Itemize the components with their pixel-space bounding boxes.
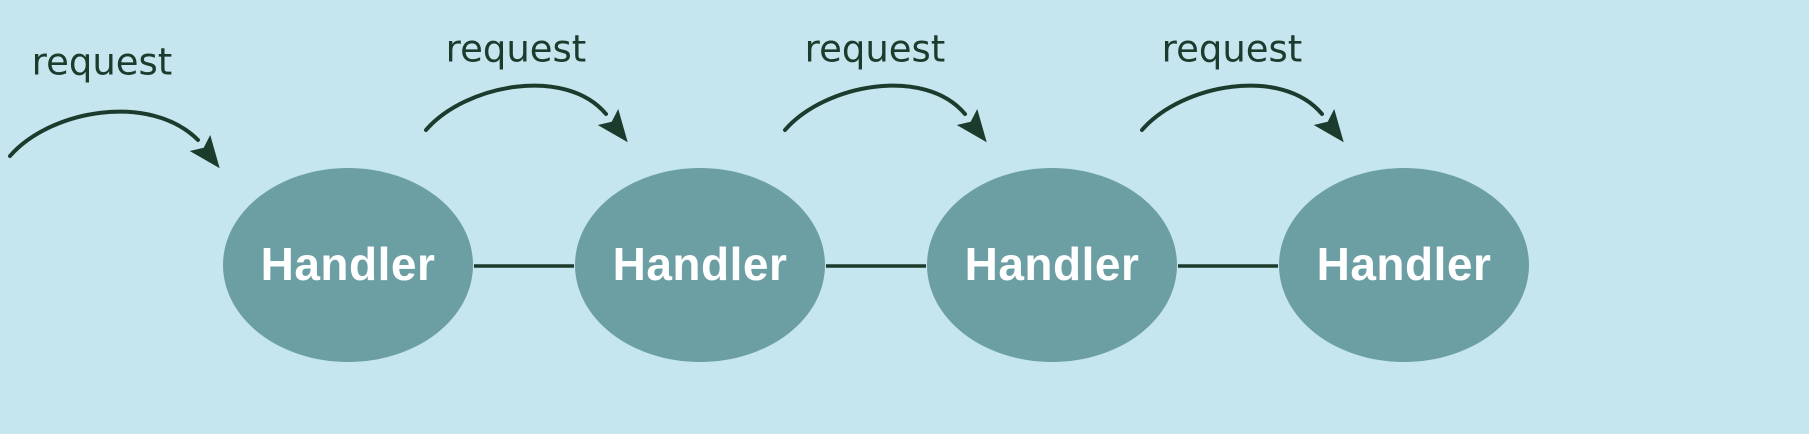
request-arrow-4-label: request [1162, 28, 1303, 71]
handler-label-1: Handler [261, 238, 436, 290]
request-arrow-2: request [424, 28, 628, 143]
handler-ellipse-2[interactable] [575, 168, 825, 362]
request-arrow-4-curve [1140, 83, 1324, 132]
handler-ellipse-4[interactable] [1279, 168, 1529, 362]
request-arrow-2-curve [424, 83, 608, 132]
request-arrow-3: request [783, 28, 987, 143]
request-arrow-1-curve [8, 109, 200, 158]
handler-label-2: Handler [613, 238, 788, 290]
handler-ellipse-3[interactable] [927, 168, 1177, 362]
request-arrow-4: request [1140, 28, 1344, 143]
request-arrow-1-head [189, 134, 220, 169]
handler-label-3: Handler [965, 238, 1140, 290]
handler-label-4: Handler [1317, 238, 1492, 290]
request-arrow-3-head [956, 108, 987, 143]
request-arrow-2-head [597, 108, 628, 143]
node-handler-4[interactable]: Handler [1279, 168, 1529, 362]
request-arrow-4-head [1313, 108, 1344, 143]
node-handler-2[interactable]: Handler [575, 168, 825, 362]
request-arrow-3-curve [783, 83, 967, 132]
node-handler-1[interactable]: Handler [223, 168, 473, 362]
request-arrow-1: request [8, 41, 220, 169]
request-arrow-1-label: request [32, 41, 173, 84]
request-arrow-3-label: request [805, 28, 946, 71]
request-arrow-2-label: request [446, 28, 587, 71]
handler-ellipse-1[interactable] [223, 168, 473, 362]
node-handler-3[interactable]: Handler [927, 168, 1177, 362]
